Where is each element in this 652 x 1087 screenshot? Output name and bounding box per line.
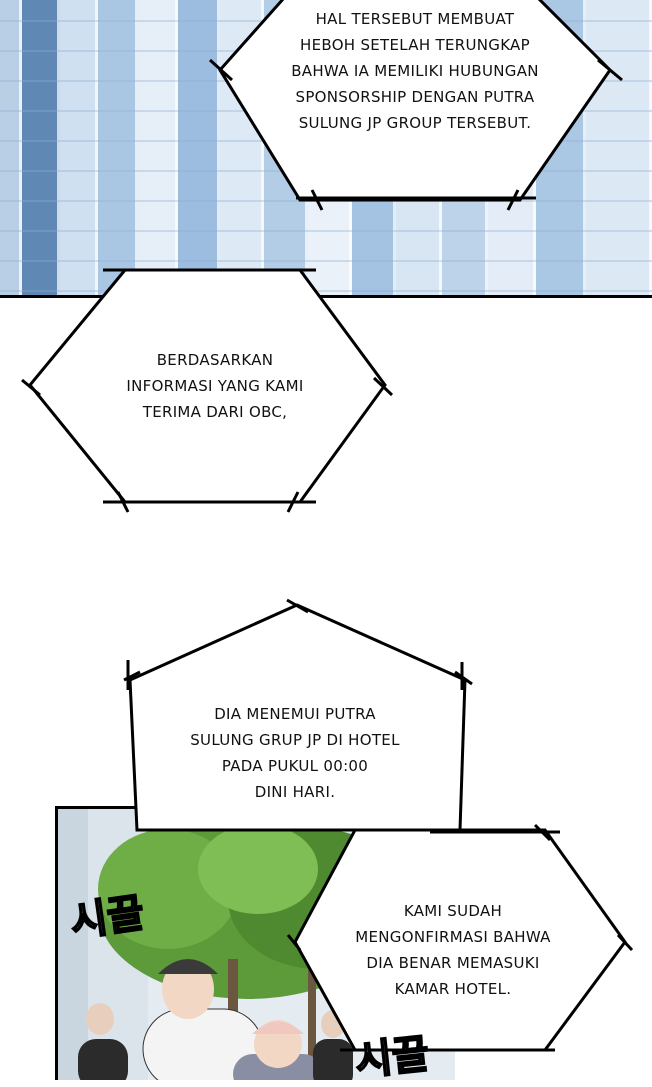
pentagon-bubble-3 [128,603,467,832]
sfx-left: 시끌 [67,889,148,947]
caption-4: KAMI SUDAH MENGONFIRMASI BAHWA DIA BENAR… [355,902,551,998]
person-cap [142,959,264,1080]
caption-1: HAL TERSEBUT MEMBUAT HEBOH SETELAH TERUN… [291,10,539,132]
caption-3: DIA MENEMUI PUTRA SULUNG GRUP JP DI HOTE… [190,705,400,801]
person-pink-cap [233,1020,323,1080]
bubble-tick-marks [21,58,634,1052]
sfx-right: 시끌 [352,1030,432,1085]
caption-2: BERDASARKAN INFORMASI YANG KAMI TERIMA D… [126,351,304,421]
